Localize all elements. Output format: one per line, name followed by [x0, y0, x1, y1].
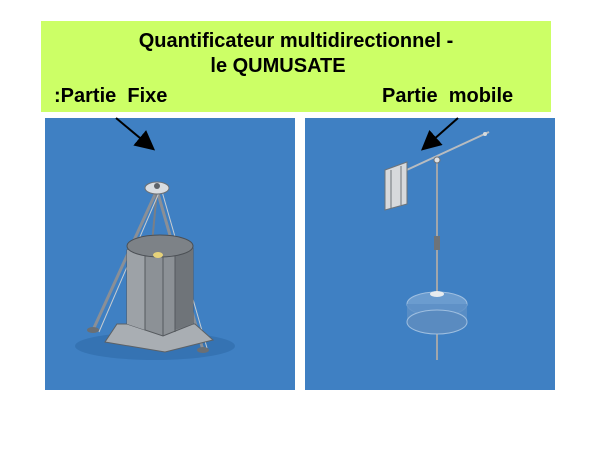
label-fixed-part: :Partie Fixe: [54, 85, 168, 107]
title-line-2: le QUMUSATE: [210, 55, 346, 77]
title-box: Quantificateur multidirectionnel - le QU…: [41, 21, 551, 112]
label-mobile-part: Partie mobile: [382, 85, 514, 107]
fixed-part-panel: [45, 118, 295, 390]
arrow-mobile: [421, 117, 459, 151]
fixed-part-illustration: [75, 181, 235, 360]
arrow-fixed: [115, 117, 156, 151]
mobile-part-illustration: [384, 131, 490, 360]
title-line-1: Quantificateur multidirectionnel -: [138, 30, 454, 52]
mobile-part-panel: [305, 118, 555, 390]
